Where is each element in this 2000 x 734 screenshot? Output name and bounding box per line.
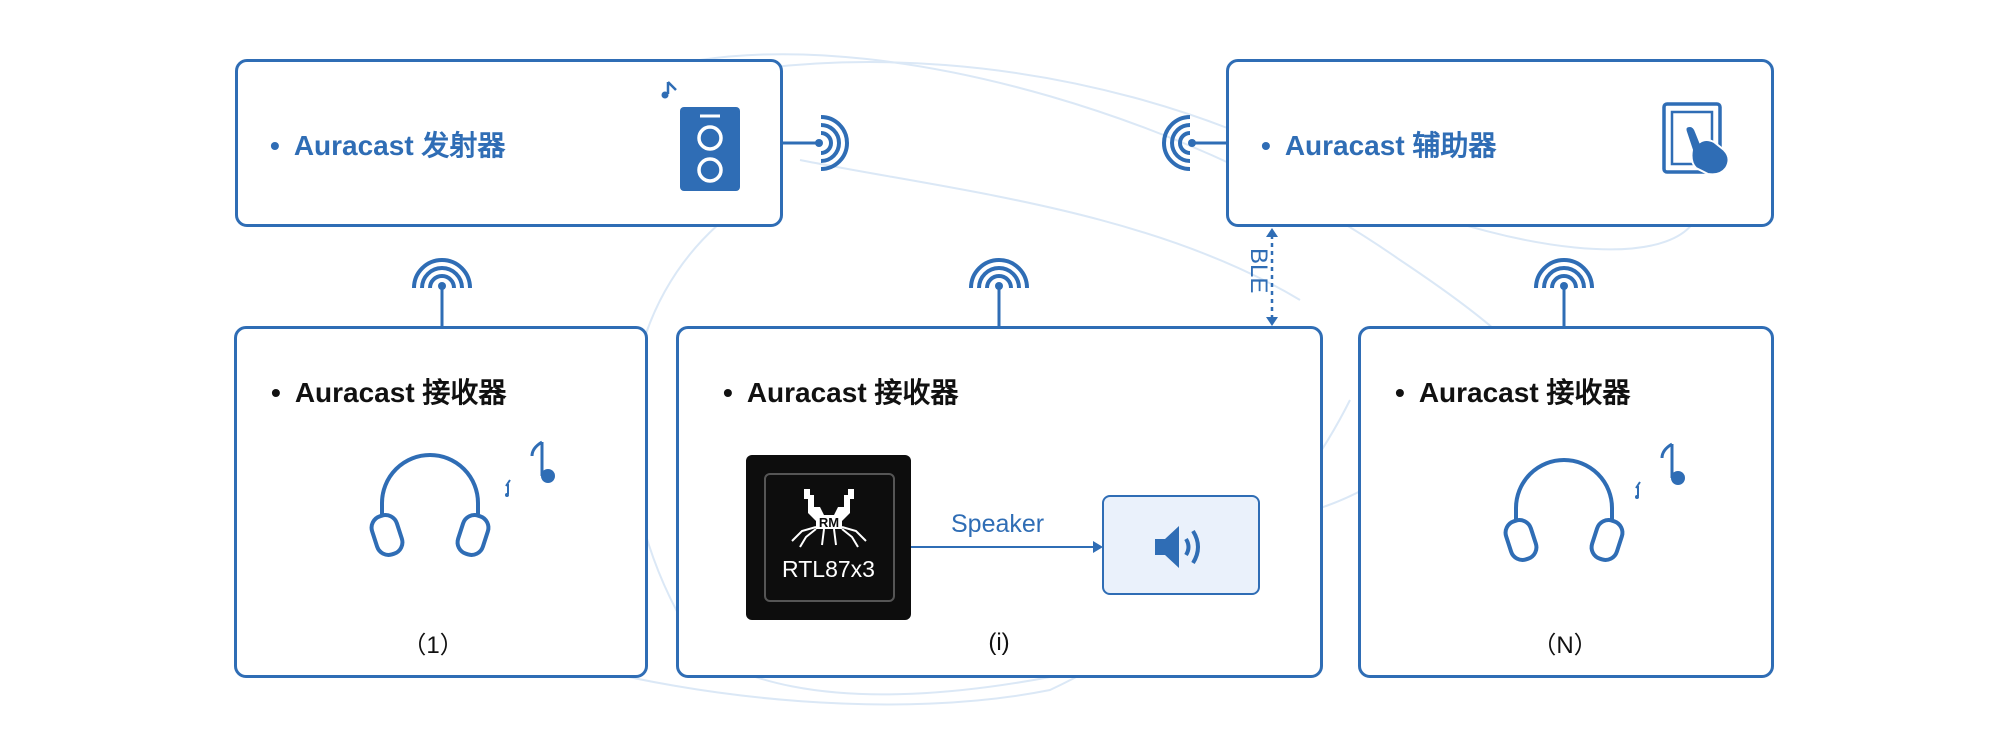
volume-speaker-icon <box>1155 526 1200 568</box>
rtl-chip: RM RTL87x3 <box>746 455 911 620</box>
headphones-icon <box>369 453 491 557</box>
receiver-title: •Auracast 接收器 <box>271 377 507 408</box>
broadcast-signal-icon <box>1534 258 1594 328</box>
realtek-logo-icon: RM <box>791 489 867 548</box>
ble-label: BLE <box>1245 248 1272 294</box>
speaker-link-label: Speaker <box>951 510 1045 538</box>
chip-label: RTL87x3 <box>782 556 875 582</box>
music-note-icon <box>1635 442 1685 499</box>
music-note-icon <box>505 440 555 497</box>
receiver-box-1: •Auracast 接收器 （1） <box>234 326 648 678</box>
receiver-index: （N） <box>1532 632 1598 659</box>
receiver-title: •Auracast 接收器 <box>1395 377 1631 408</box>
link-arrow <box>911 541 1103 553</box>
svg-text:RM: RM <box>819 515 839 530</box>
transmitter-broadcast-icon <box>783 115 849 171</box>
assistant-box: •Auracast 辅助器 <box>1226 59 1774 227</box>
receiver-index: （1） <box>402 632 464 659</box>
speaker-output <box>1102 495 1260 595</box>
headphones-icon <box>1503 458 1625 562</box>
broadcast-signal-icon <box>969 258 1029 328</box>
receiver-index: (i) <box>988 629 1010 656</box>
transmitter-title: •Auracast 发射器 <box>270 130 506 161</box>
assistant-broadcast-icon <box>1162 115 1226 171</box>
broadcast-signal-icon <box>412 258 472 328</box>
receiver-title: •Auracast 接收器 <box>723 377 959 408</box>
touch-panel-icon <box>1662 102 1730 176</box>
receiver-box-n: •Auracast 接收器 （N） <box>1358 326 1774 678</box>
speaker-device-icon <box>661 81 740 191</box>
ble-link-arrow <box>1266 228 1278 326</box>
assistant-title: •Auracast 辅助器 <box>1261 130 1497 161</box>
